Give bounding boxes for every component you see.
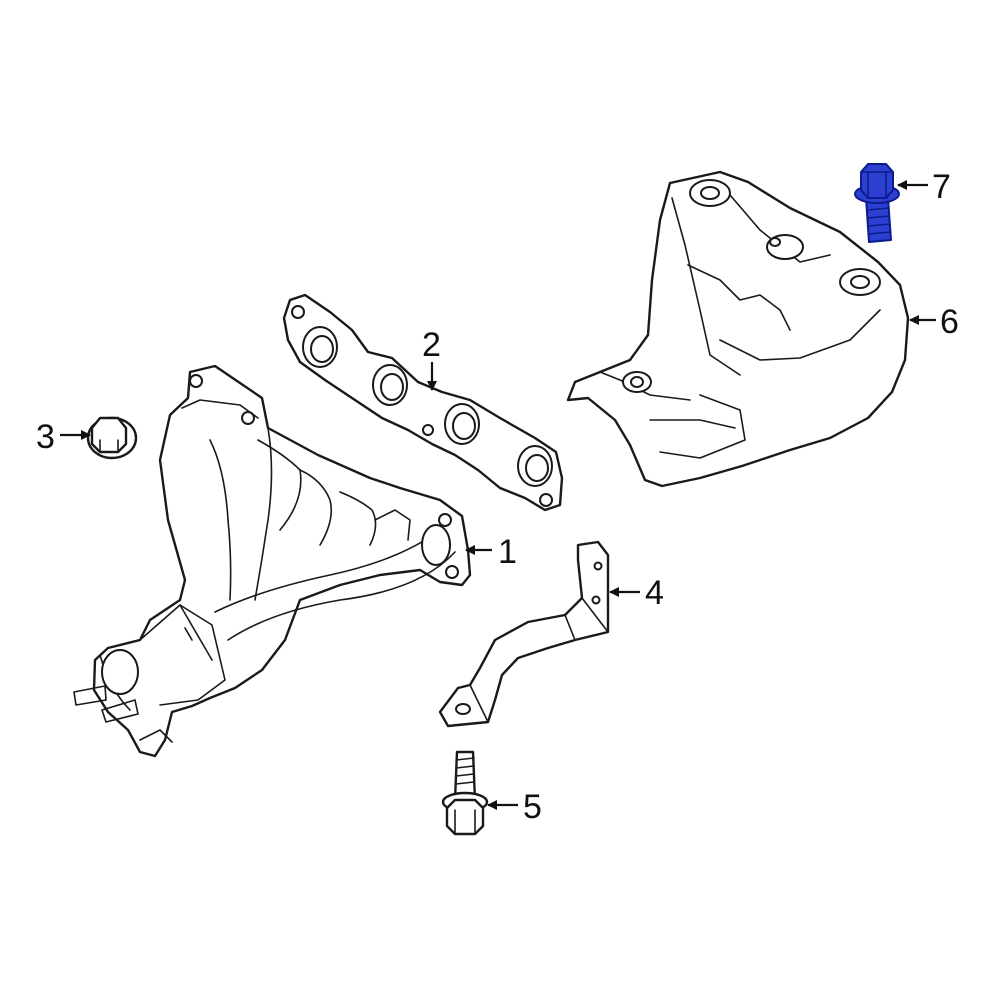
callout-2: 2 xyxy=(422,326,441,364)
part-bolt-lower[interactable] xyxy=(441,750,489,836)
part-heat-shield[interactable] xyxy=(566,170,910,488)
part-heat-shield-bolt[interactable] xyxy=(854,163,900,243)
callout-7: 7 xyxy=(932,168,951,206)
part-manifold-gasket[interactable] xyxy=(282,293,564,512)
part-support-bracket[interactable] xyxy=(438,540,610,728)
part-exhaust-manifold[interactable] xyxy=(73,364,472,758)
callout-4: 4 xyxy=(645,574,664,612)
callout-3: 3 xyxy=(36,418,55,456)
callout-1: 1 xyxy=(498,533,517,571)
part-nut[interactable] xyxy=(86,416,138,460)
callout-6: 6 xyxy=(940,303,959,341)
callout-5: 5 xyxy=(523,788,542,826)
